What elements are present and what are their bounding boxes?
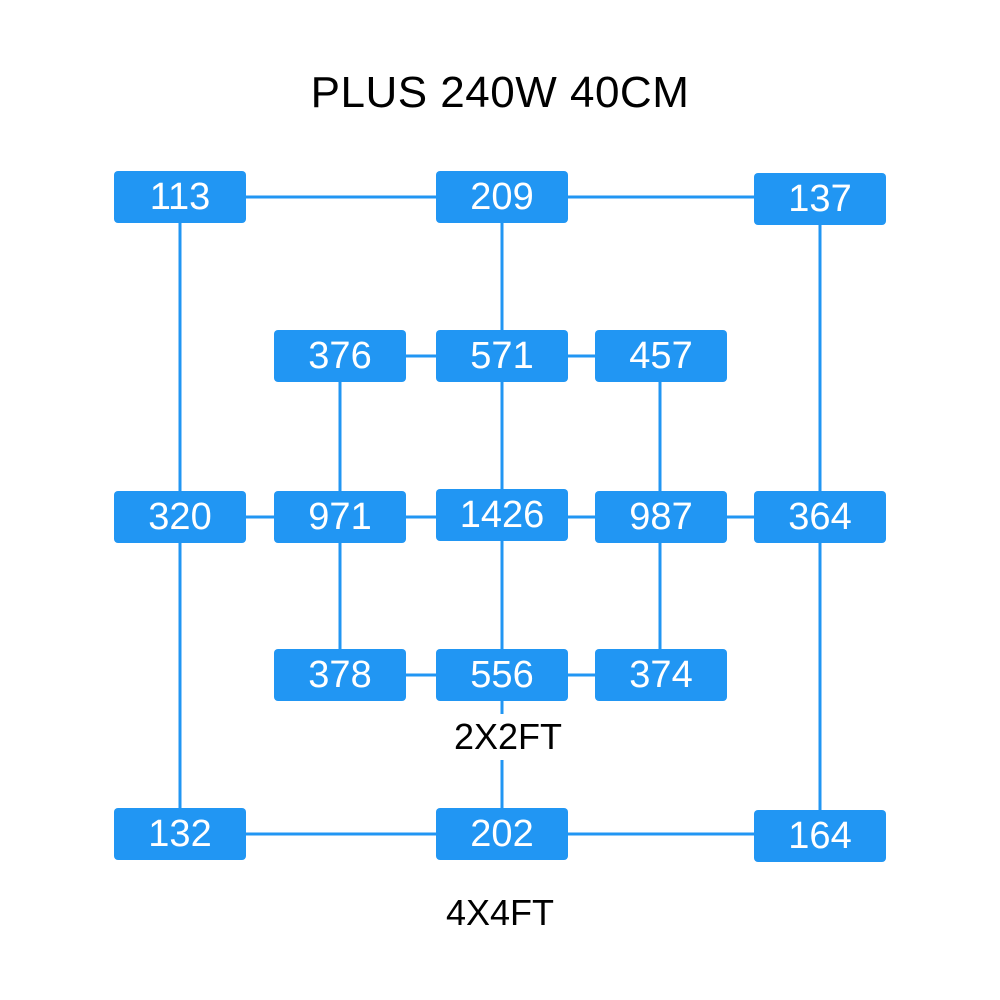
value-cell: 132 [114, 808, 246, 860]
value-cell: 113 [114, 171, 246, 223]
value-cell: 556 [436, 649, 568, 701]
value-cell: 209 [436, 171, 568, 223]
inner-zone-label: 2X2FT [408, 714, 608, 760]
value-cell: 374 [595, 649, 727, 701]
value-cell: 971 [274, 491, 406, 543]
outer-zone-label: 4X4FT [400, 890, 600, 936]
value-cell: 378 [274, 649, 406, 701]
value-cell: 987 [595, 491, 727, 543]
value-cell: 320 [114, 491, 246, 543]
value-cell: 164 [754, 810, 886, 862]
chart-title: PLUS 240W 40CM [310, 68, 690, 117]
value-cell: 202 [436, 808, 568, 860]
value-cell: 1426 [436, 489, 568, 541]
value-cell: 137 [754, 173, 886, 225]
value-cell: 571 [436, 330, 568, 382]
value-cell: 457 [595, 330, 727, 382]
value-cell: 364 [754, 491, 886, 543]
value-cell: 376 [274, 330, 406, 382]
